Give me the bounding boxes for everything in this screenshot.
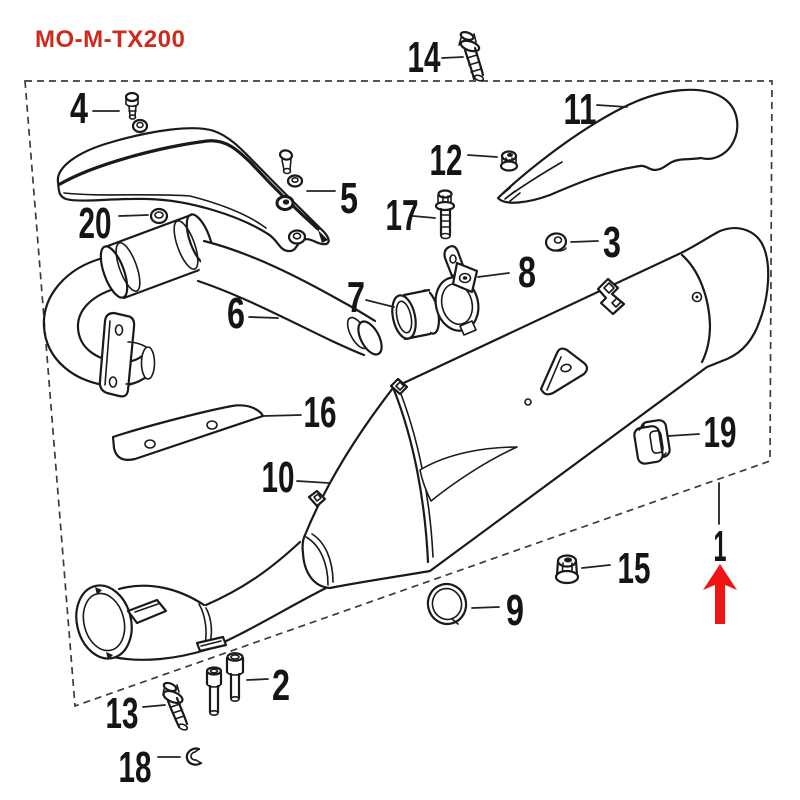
muffler-clip-front [307, 489, 327, 508]
body-drain-hole [524, 398, 532, 406]
callout-1: 1 [714, 522, 727, 571]
part-exhaust-clamp [434, 245, 480, 336]
part-heat-shield-rear [496, 88, 739, 204]
part-washer-20 [149, 207, 169, 225]
callout-leader-lines [92, 56, 720, 758]
part-flange-bolt-17 [434, 189, 456, 240]
part-flange-bolt-13 [162, 681, 189, 731]
muffler-clip-top [389, 377, 409, 396]
part-connector-sleeve [391, 288, 441, 341]
callout-11: 11 [564, 85, 597, 134]
part-muffler-body [301, 227, 770, 590]
part-flange-nut-15 [554, 554, 580, 585]
model-code-label: MO-M-TX200 [35, 26, 185, 53]
part-flange-bolt-14 [458, 31, 485, 82]
end-cap-rivet [691, 291, 703, 303]
callout-2: 2 [272, 661, 290, 710]
callout-7: 7 [347, 273, 365, 322]
heat-shield-screw [278, 149, 294, 175]
part-flange-nut-small [499, 150, 519, 172]
callout-14: 14 [408, 33, 441, 82]
callout-12: 12 [430, 136, 463, 185]
part-e-clip [185, 747, 203, 766]
dashed-frame-border [24, 80, 773, 708]
callout-3: 3 [603, 218, 621, 267]
heat-shield-washer-2 [287, 229, 307, 245]
callout-9: 9 [506, 586, 524, 635]
red-pointer-arrow [703, 564, 737, 624]
part-header-pipe [42, 213, 383, 398]
callout-8: 8 [518, 248, 536, 297]
callout-15: 15 [618, 544, 651, 593]
callout-6: 6 [227, 289, 245, 338]
callout-18: 18 [119, 743, 152, 792]
part-mount-blade [111, 404, 265, 461]
part-rubber-grommet [633, 419, 671, 465]
callout-20: 20 [79, 199, 112, 248]
part-exhaust-gasket [426, 582, 468, 626]
muffler-mount-bracket [539, 347, 589, 396]
part-socket-bolts [205, 652, 245, 716]
callout-labels: 1 2 3 4 5 6 7 8 9 10 11 12 13 14 15 16 1… [70, 33, 737, 792]
muffler-exit-pipe [75, 540, 330, 661]
callout-10: 10 [262, 453, 295, 502]
muffler-hanger-bracket [596, 277, 626, 316]
callout-5: 5 [340, 174, 358, 223]
callout-19: 19 [704, 408, 737, 457]
heat-shield-washer [286, 174, 304, 188]
part-spacer-washer [544, 232, 568, 252]
callout-16: 16 [304, 388, 337, 437]
part-screw-washer-4 [124, 91, 149, 134]
part-heat-shield-front [56, 127, 330, 253]
callout-13: 13 [106, 689, 139, 738]
callout-17: 17 [386, 191, 419, 240]
callout-4: 4 [70, 84, 88, 133]
